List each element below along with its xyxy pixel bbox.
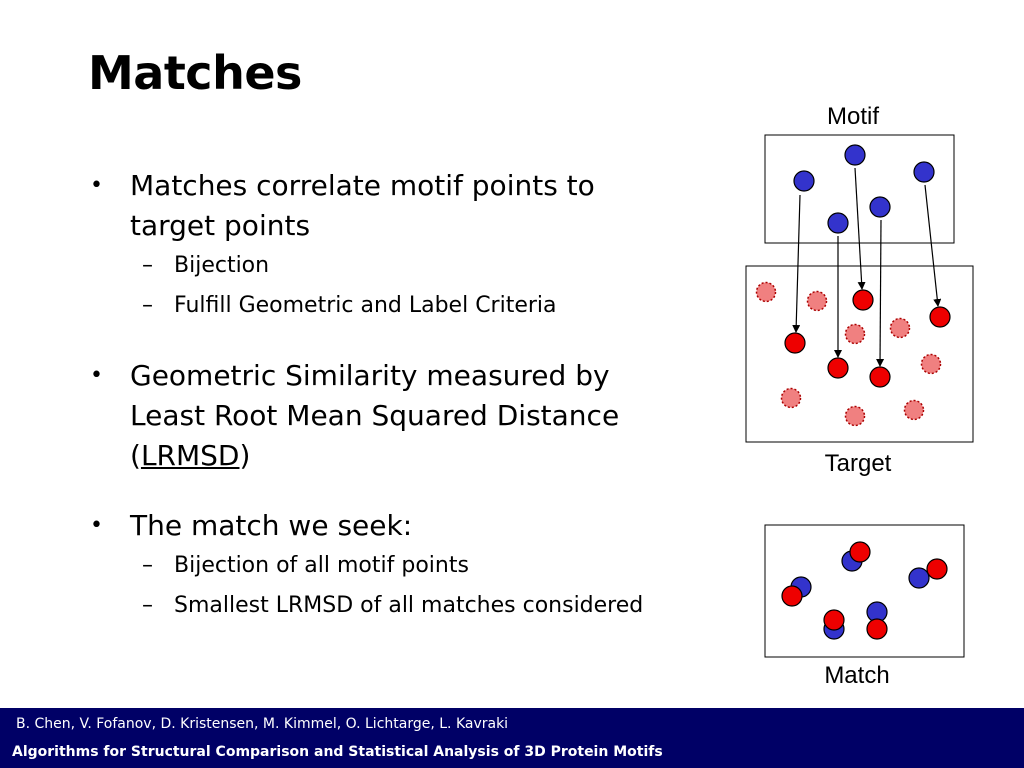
match-target-point xyxy=(781,585,803,607)
bullet-item: • Matches correlate motif points to targ… xyxy=(90,166,690,246)
footer-bar: B. Chen, V. Fofanov, D. Kristensen, M. K… xyxy=(0,708,1024,768)
mapping-arrow xyxy=(876,219,885,367)
bullet-item: • The match we seek: xyxy=(90,506,690,546)
sub-bullet-text: Smallest LRMSD of all matches considered xyxy=(174,593,644,618)
lrmsd-link[interactable]: LRMSD xyxy=(140,439,240,472)
footer-authors: B. Chen, V. Fofanov, D. Kristensen, M. K… xyxy=(16,716,509,732)
match-target-point xyxy=(926,558,948,580)
mapping-arrow xyxy=(854,167,866,290)
target-point xyxy=(784,332,806,354)
match-label: Match xyxy=(824,662,890,689)
target-point xyxy=(869,366,891,388)
bullet-list: • Matches correlate motif points to targ… xyxy=(90,166,690,626)
sub-bullet-text: Bijection xyxy=(174,253,270,278)
motif-point xyxy=(869,196,891,218)
motif-point xyxy=(913,161,935,183)
matching-diagram xyxy=(745,134,974,658)
bullet-text-line: (LRMSD) xyxy=(130,436,690,476)
target-points xyxy=(784,289,951,388)
paren-open: ( xyxy=(130,439,141,472)
motif-point xyxy=(827,212,849,234)
sub-bullet-item: – Bijection of all motif points xyxy=(90,546,690,586)
bullet-text-line: target points xyxy=(130,209,311,242)
bullet-glyph: • xyxy=(90,513,103,538)
decoy-point xyxy=(844,323,866,345)
decoy-point xyxy=(920,353,942,375)
sub-bullet-glyph: – xyxy=(142,293,153,318)
bullet-glyph: • xyxy=(90,363,103,388)
match-target-point xyxy=(823,609,845,631)
target-point xyxy=(852,289,874,311)
sub-bullet-text: Fulfill Geometric and Label Criteria xyxy=(174,293,557,318)
target-point xyxy=(929,306,951,328)
target-label: Target xyxy=(824,450,892,477)
decoy-point xyxy=(889,317,911,339)
slide-title: Matches xyxy=(88,46,302,100)
bullet-text-line: The match we seek: xyxy=(130,509,413,542)
motif-label: Motif xyxy=(826,103,879,130)
sub-bullet-item: – Fulfill Geometric and Label Criteria xyxy=(90,286,690,326)
sub-bullet-glyph: – xyxy=(142,253,153,278)
sub-bullet-glyph: – xyxy=(142,593,153,618)
decoy-point xyxy=(844,405,866,427)
motif-points xyxy=(793,144,935,234)
bullet-glyph: • xyxy=(90,173,103,198)
decoy-point xyxy=(755,281,777,303)
match-overlay xyxy=(781,541,948,640)
sub-bullet-glyph: – xyxy=(142,553,153,578)
sub-bullet-item: – Smallest LRMSD of all matches consider… xyxy=(90,586,690,626)
match-target-point xyxy=(849,541,871,563)
mapping-arrow xyxy=(924,184,942,307)
decoy-point xyxy=(806,290,828,312)
mapping-arrow xyxy=(792,194,801,333)
decoy-point xyxy=(903,399,925,421)
bullet-text-line: Geometric Similarity measured by xyxy=(130,359,610,392)
motif-point xyxy=(844,144,866,166)
decoy-point xyxy=(780,387,802,409)
mapping-arrows xyxy=(792,167,942,367)
sub-bullet-item: – Bijection xyxy=(90,246,690,286)
bullet-text-line: Least Root Mean Squared Distance xyxy=(130,399,620,432)
sub-bullet-text: Bijection of all motif points xyxy=(174,553,469,578)
bullet-item: • Geometric Similarity measured by Least… xyxy=(90,356,690,476)
match-motif-point xyxy=(908,567,930,589)
match-target-point xyxy=(866,618,888,640)
footer-course-title: Algorithms for Structural Comparison and… xyxy=(12,744,663,760)
decoy-points xyxy=(755,281,942,427)
bullet-text-line: Matches correlate motif points to xyxy=(130,169,595,202)
target-point xyxy=(827,357,849,379)
motif-point xyxy=(793,170,815,192)
paren-close: ) xyxy=(239,439,251,472)
